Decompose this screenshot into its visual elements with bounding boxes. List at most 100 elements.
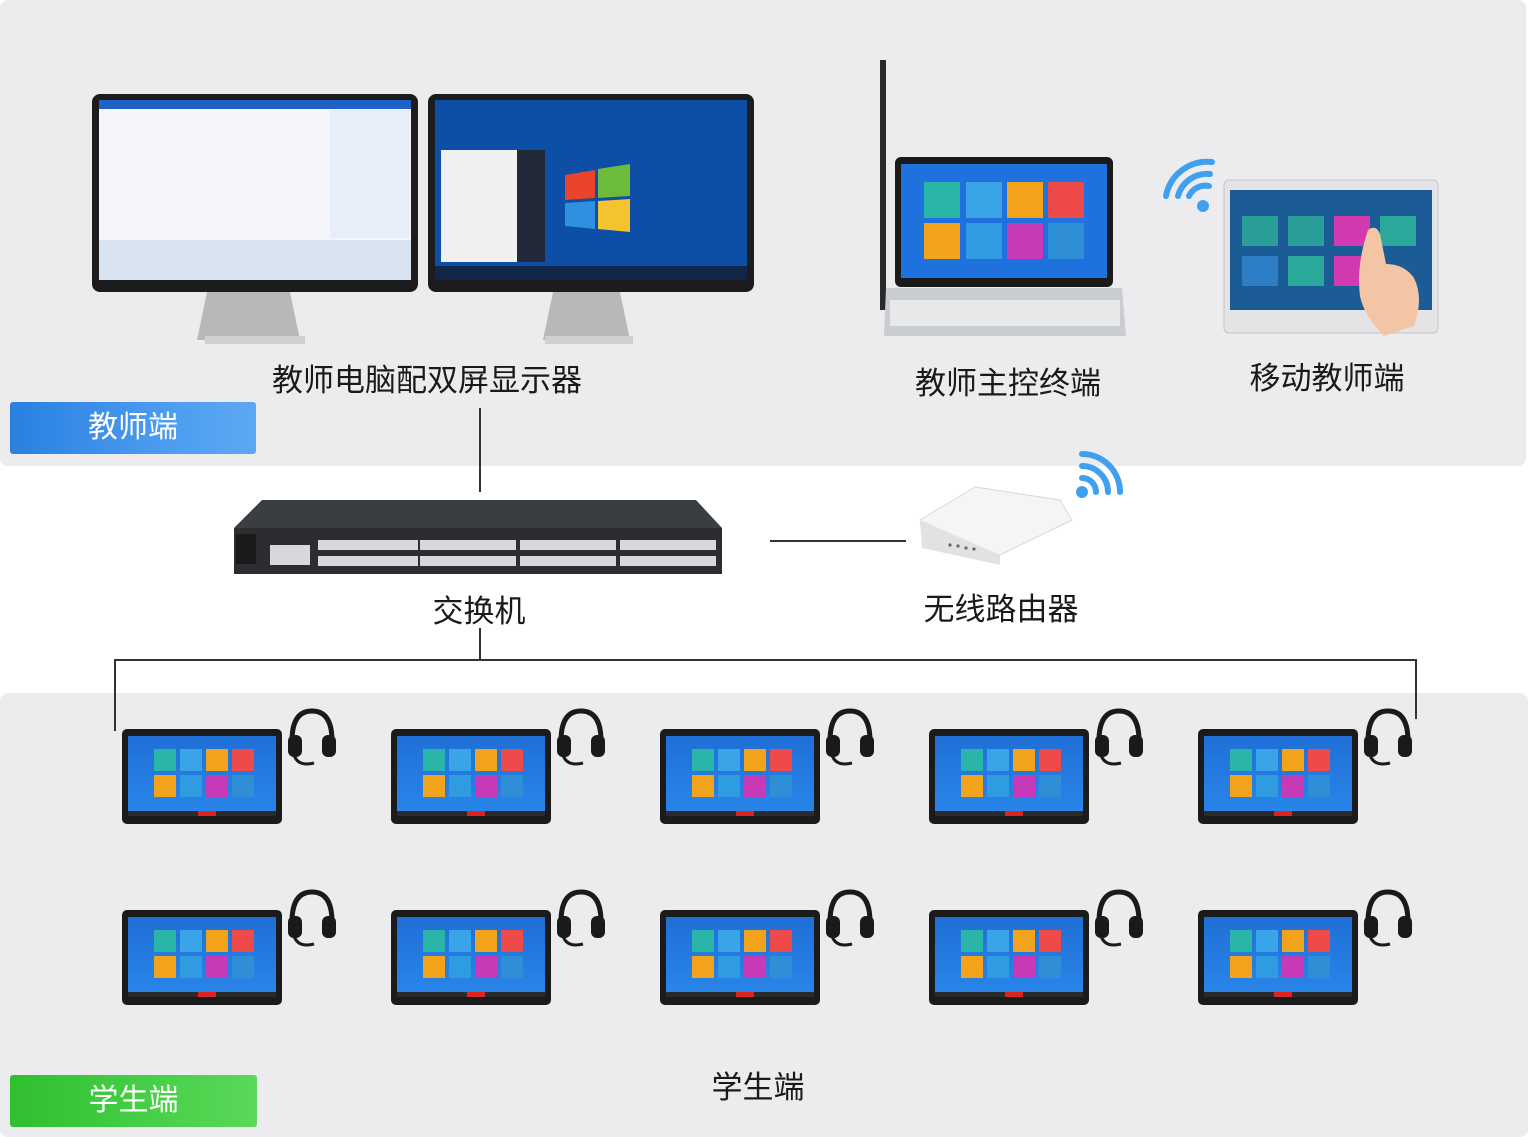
app-tile — [1256, 930, 1278, 952]
app-tile — [206, 749, 228, 771]
student-terminal — [1198, 729, 1358, 824]
app-tile — [501, 930, 523, 952]
app-tile — [449, 749, 471, 771]
app-tile — [180, 930, 202, 952]
app-tile — [475, 956, 497, 978]
network-switch — [234, 500, 722, 574]
app-tile — [1256, 775, 1278, 797]
app-tile — [987, 775, 1009, 797]
mobile-tablet — [1223, 179, 1439, 336]
app-tile — [206, 775, 228, 797]
app-tile — [770, 930, 792, 952]
app-tile — [692, 749, 714, 771]
app-tile — [154, 956, 176, 978]
headset-icon — [826, 889, 874, 947]
app-tile — [770, 956, 792, 978]
app-tile — [961, 775, 983, 797]
app-tile — [232, 956, 254, 978]
headset-icon — [1364, 889, 1412, 947]
app-tile — [1230, 775, 1252, 797]
app-tile — [1282, 749, 1304, 771]
mobile-teacher-label: 移动教师端 — [1249, 361, 1405, 397]
student-terminal — [1198, 910, 1358, 1005]
app-tile — [154, 930, 176, 952]
app-tile — [180, 775, 202, 797]
app-tile — [770, 775, 792, 797]
app-tile — [501, 956, 523, 978]
wifi-icon-mobile — [1163, 158, 1215, 212]
app-tile — [1282, 775, 1304, 797]
app-tile — [1039, 930, 1061, 952]
app-tile — [1256, 956, 1278, 978]
app-tile — [692, 775, 714, 797]
app-tile — [232, 930, 254, 952]
app-tile — [987, 749, 1009, 771]
headset-icon — [557, 708, 605, 766]
app-tile — [1230, 749, 1252, 771]
line-pc-to-switch — [479, 408, 481, 492]
app-tile — [1230, 930, 1252, 952]
student-terminal — [391, 729, 551, 824]
switch-label: 交换机 — [432, 594, 526, 630]
app-tile — [423, 930, 445, 952]
app-tile — [987, 956, 1009, 978]
app-tile — [475, 930, 497, 952]
student-zone-tag: 学生端 — [10, 1075, 257, 1127]
wifi-icon-router — [1076, 451, 1123, 498]
app-tile — [449, 930, 471, 952]
app-tile — [180, 749, 202, 771]
app-tile — [1282, 930, 1304, 952]
app-tile — [232, 749, 254, 771]
app-tile — [206, 956, 228, 978]
app-tile — [1308, 749, 1330, 771]
app-tile — [987, 930, 1009, 952]
app-tile — [423, 775, 445, 797]
line-switch-down — [479, 628, 481, 660]
left-monitor — [92, 94, 418, 344]
app-tile — [1039, 775, 1061, 797]
student-terminal — [122, 910, 282, 1005]
headset-icon — [557, 889, 605, 947]
app-tile — [718, 930, 740, 952]
app-tile — [1039, 749, 1061, 771]
student-label: 学生端 — [711, 1070, 805, 1106]
app-tile — [961, 749, 983, 771]
app-tile — [206, 930, 228, 952]
app-tile — [1256, 749, 1278, 771]
app-tile — [423, 956, 445, 978]
line-switch-to-router — [770, 540, 906, 542]
line-bus — [114, 659, 1417, 661]
teacher-console-label: 教师主控终端 — [915, 366, 1101, 402]
app-tile — [718, 749, 740, 771]
app-tile — [770, 749, 792, 771]
teacher-console — [880, 60, 1126, 336]
right-monitor — [428, 94, 754, 344]
student-terminal — [122, 729, 282, 824]
app-tile — [1013, 930, 1035, 952]
app-tile — [1308, 930, 1330, 952]
app-tile — [718, 956, 740, 978]
teacher-pc-label: 教师电脑配双屏显示器 — [272, 363, 582, 399]
app-tile — [475, 775, 497, 797]
app-tile — [744, 775, 766, 797]
app-tile — [961, 956, 983, 978]
app-tile — [744, 956, 766, 978]
app-tile — [501, 775, 523, 797]
app-tile — [1013, 775, 1035, 797]
app-tile — [1308, 956, 1330, 978]
headset-icon — [1095, 708, 1143, 766]
app-tile — [501, 749, 523, 771]
line-drop-left — [114, 659, 116, 731]
app-tile — [449, 775, 471, 797]
student-terminal — [929, 729, 1089, 824]
app-tile — [692, 930, 714, 952]
headset-icon — [826, 708, 874, 766]
headset-icon — [1095, 889, 1143, 947]
teacher-zone-tag: 教师端 — [10, 402, 256, 454]
app-tile — [475, 749, 497, 771]
headset-icon — [1364, 708, 1412, 766]
app-tile — [718, 775, 740, 797]
headset-icon — [288, 889, 336, 947]
app-tile — [180, 956, 202, 978]
wireless-router — [919, 486, 1073, 565]
